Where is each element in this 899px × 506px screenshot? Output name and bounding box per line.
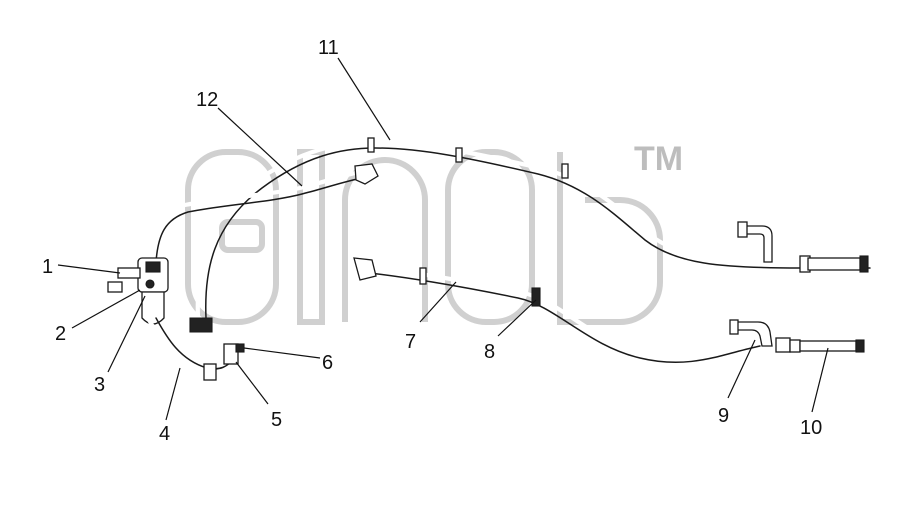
leader-6: [243, 347, 321, 359]
callout-2: 2: [55, 323, 66, 345]
leader-2: [71, 289, 141, 329]
bracket-8: [531, 287, 541, 307]
fitting-2: [107, 281, 123, 293]
callout-5: 5: [271, 409, 282, 431]
hose-4: [145, 315, 239, 381]
fitting-1: [117, 267, 141, 279]
hose-clamp: [419, 267, 427, 285]
bolt: [145, 279, 155, 289]
leader-12: [217, 107, 303, 187]
hose-clamp: [561, 163, 569, 179]
hose-clamp: [367, 137, 375, 153]
fitting-5-6: [223, 343, 245, 365]
tee-fitting: [223, 343, 239, 365]
end-cap: [859, 255, 869, 273]
lower-fitting: [189, 317, 213, 333]
callout-3: 3: [94, 374, 105, 396]
tube-end: [807, 257, 861, 271]
hose-7: [353, 257, 763, 364]
upper-connector: [354, 163, 379, 185]
left-connector: [353, 257, 377, 281]
leader-10: [811, 347, 829, 413]
elbow-9: [733, 321, 773, 347]
leader-5: [235, 361, 269, 405]
leader-4: [165, 367, 181, 421]
leader-11: [337, 57, 391, 141]
callout-4: 4: [159, 423, 170, 445]
watermark-logo: TM: [185, 140, 683, 325]
filter-bowl: [141, 291, 165, 325]
leader-8: [497, 299, 537, 337]
leader-9: [727, 339, 756, 399]
coupling: [775, 337, 791, 353]
leader-1: [57, 264, 121, 274]
callout-1: 1: [42, 256, 53, 278]
callout-7: 7: [405, 331, 416, 353]
fitting-9-10: [729, 319, 865, 353]
hose-clamp: [455, 147, 463, 163]
leader-7: [419, 281, 457, 323]
tube-10-cap: [855, 339, 865, 353]
hose-sleeve: [203, 363, 217, 381]
leader-3: [107, 295, 146, 373]
nut: [789, 339, 801, 353]
callout-10: 10: [800, 417, 822, 439]
elbow-fitting: [744, 225, 773, 263]
callout-8: 8: [484, 341, 495, 363]
callout-6: 6: [322, 352, 333, 374]
callout-labels: 1 2 3 4 5 6 7 8 9 10 11 12: [42, 37, 822, 445]
tee-cap: [235, 343, 245, 353]
callout-9: 9: [718, 405, 729, 427]
hose-12: [145, 163, 379, 265]
filter-valve: [145, 261, 161, 273]
callout-12: 12: [196, 89, 218, 111]
elbow-cap: [737, 221, 748, 238]
elbow-9-cap: [729, 319, 739, 335]
callout-11: 11: [318, 37, 339, 59]
leader-lines: [57, 57, 829, 421]
watermark-trademark: TM: [634, 140, 683, 178]
